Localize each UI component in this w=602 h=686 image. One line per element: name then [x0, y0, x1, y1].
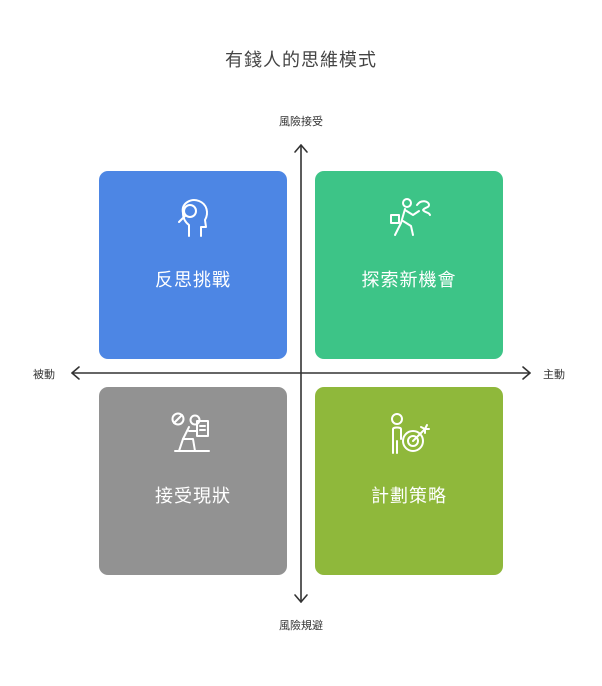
axis-label-bottom: 風險規避 — [279, 619, 323, 632]
person-sitting-reading-icon — [171, 412, 210, 452]
person-running-icon — [390, 198, 431, 236]
diagram-title: 有錢人的思維模式 — [225, 50, 377, 71]
arrow-left-icon — [71, 366, 80, 380]
quadrant-label: 接受現狀 — [155, 486, 231, 507]
quadrant-label: 反思挑戰 — [155, 270, 231, 291]
axis-label-top: 風險接受 — [279, 115, 323, 128]
arrow-down-icon — [294, 594, 308, 603]
quadrant-reflect-challenge: 反思挑戰 — [99, 171, 287, 359]
quadrant-label: 計劃策略 — [371, 486, 447, 507]
quadrant-explore-opportunities: 探索新機會 — [315, 171, 503, 359]
person-thinking-icon — [178, 199, 208, 237]
quadrant-accept-status-quo: 接受現狀 — [99, 387, 287, 575]
arrow-right-icon — [522, 366, 531, 380]
person-target-icon — [391, 413, 430, 454]
quadrant-plan-strategy: 計劃策略 — [315, 387, 503, 575]
arrow-up-icon — [294, 144, 308, 153]
axis-label-left: 被動 — [33, 368, 55, 381]
axis-label-right: 主動 — [543, 368, 565, 381]
quadrant-label: 探索新機會 — [361, 270, 457, 291]
